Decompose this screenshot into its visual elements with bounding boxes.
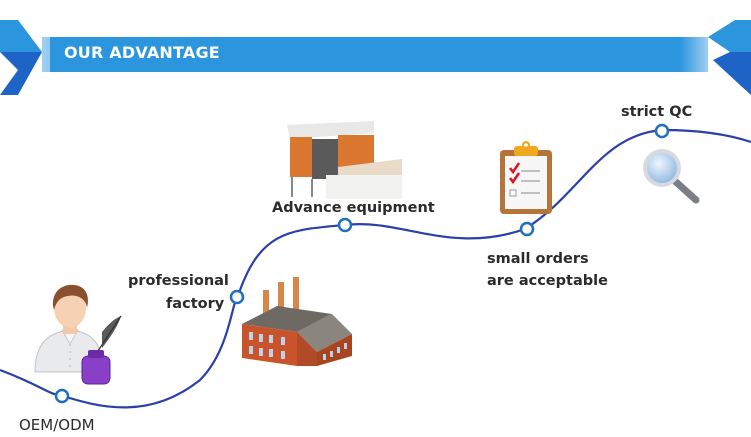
machine-icon	[282, 117, 402, 199]
node-strict-qc	[654, 123, 670, 139]
label-small-orders: small orders	[487, 251, 589, 267]
node-advance-equipment	[337, 217, 353, 233]
right-chevron-bottom	[713, 52, 751, 95]
node-small-orders	[519, 221, 535, 237]
node-professional-factory	[229, 289, 245, 305]
left-chevron-top	[0, 20, 42, 52]
banner	[0, 20, 751, 95]
person-with-quill-icon	[34, 284, 122, 385]
label-factory: factory	[166, 296, 225, 312]
magnifying-glass-icon	[643, 149, 700, 204]
factory-icon	[242, 277, 352, 366]
left-chevron-bottom	[0, 52, 42, 95]
label-professional: professional	[128, 273, 229, 289]
label-advance-equipment: Advance equipment	[272, 200, 435, 216]
banner-ribbon	[50, 37, 700, 72]
banner-title: OUR ADVANTAGE	[64, 43, 220, 62]
label-are-acceptable: are acceptable	[487, 273, 608, 289]
label-oem-odm: OEM/ODM	[19, 416, 95, 434]
label-strict-qc: strict QC	[621, 104, 693, 120]
timeline-line	[0, 128, 751, 409]
right-chevron-top	[708, 20, 751, 52]
node-oem-odm	[54, 388, 70, 404]
clipboard-checklist-icon	[500, 141, 552, 214]
